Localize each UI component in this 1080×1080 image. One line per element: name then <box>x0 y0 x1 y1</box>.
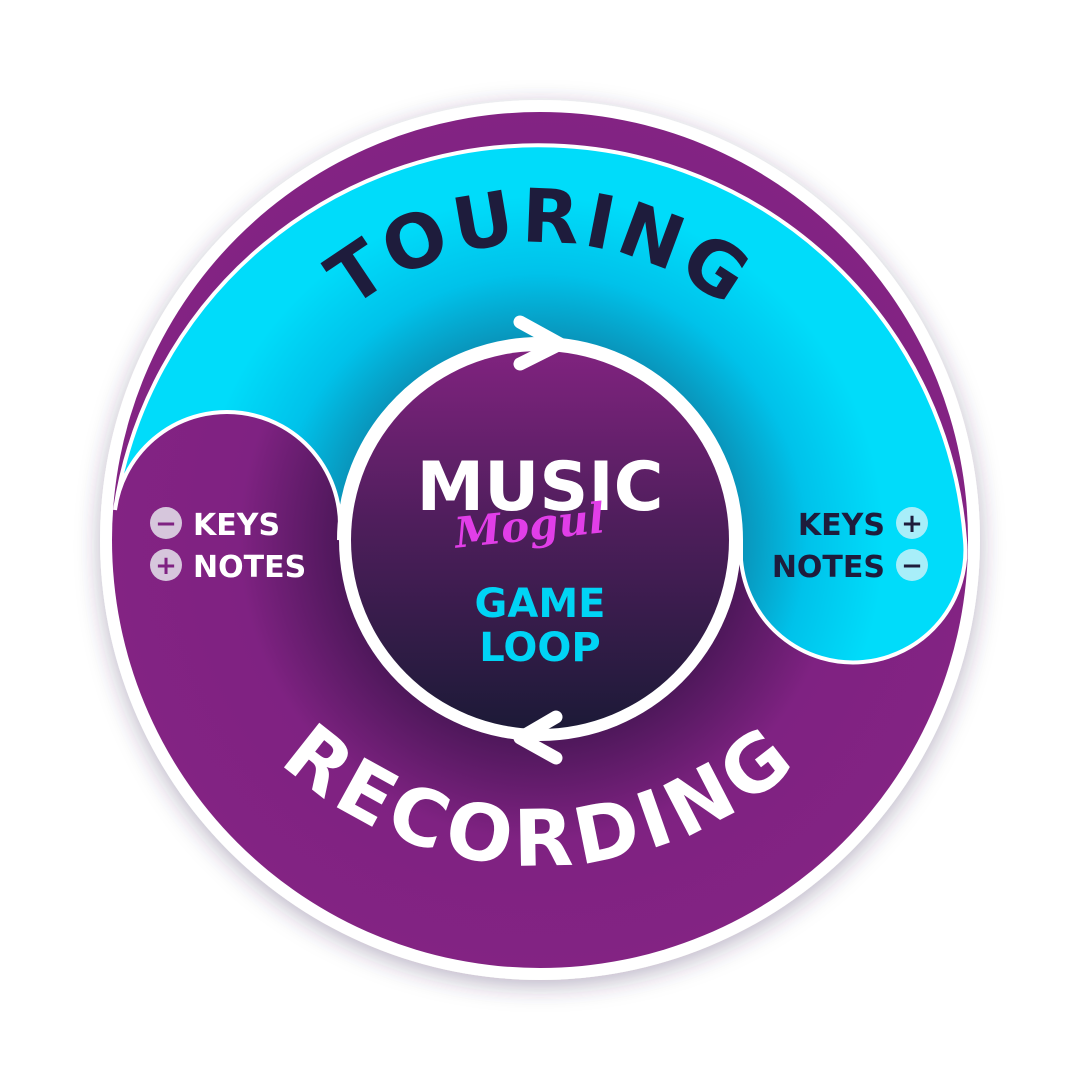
plus-icon <box>150 549 182 581</box>
recording-stats: − KEYS + NOTES <box>150 507 306 585</box>
title-game: GAME <box>475 581 606 627</box>
center-title: MUSIC Mogul GAME LOOP <box>416 448 663 671</box>
center-disc <box>351 351 729 729</box>
touring-keys-label: KEYS <box>798 508 885 543</box>
touring-stats: KEYS + NOTES − <box>772 507 928 585</box>
touring-keys-sign: + <box>901 509 923 539</box>
recording-notes-sign: + <box>155 551 177 581</box>
minus-icon <box>896 549 928 581</box>
title-music: MUSIC <box>416 448 663 527</box>
recording-keys-label: KEYS <box>193 508 280 543</box>
touring-region <box>113 143 968 665</box>
recording-notes-label: NOTES <box>193 550 306 585</box>
touring-notes-label: NOTES <box>772 550 885 585</box>
title-loop: LOOP <box>479 625 600 671</box>
recording-keys-sign: − <box>155 509 177 539</box>
loop-arrow-top <box>513 315 567 371</box>
touring-notes-sign: − <box>901 551 923 581</box>
plus-icon <box>896 507 928 539</box>
minus-icon <box>150 507 182 539</box>
loop-arrow-bottom <box>513 710 563 765</box>
